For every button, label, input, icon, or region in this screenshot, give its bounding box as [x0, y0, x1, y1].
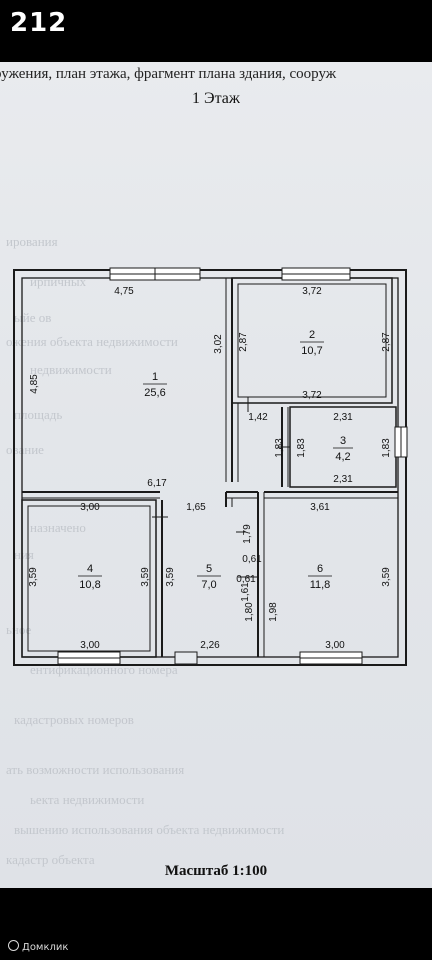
dim-r6-top: 3,61: [310, 502, 330, 513]
dim-r5-a: 1,79: [242, 524, 253, 544]
room-3-number: 3: [340, 435, 346, 447]
room-1-number: 1: [152, 371, 158, 383]
dim-r4-top: 3,00: [80, 502, 100, 513]
bleed-through-text: площадь: [14, 407, 63, 422]
dim-r6-right: 3,59: [381, 567, 392, 587]
dim-r4-left: 3,59: [28, 567, 39, 587]
dim-r3-left-a: 1,83: [274, 438, 285, 458]
dim-r3-top: 2,31: [333, 412, 353, 423]
document-photo[interactable]: ружения, план этажа, фрагмент плана здан…: [0, 62, 432, 888]
bleed-through-text: ыйе ов: [14, 310, 52, 325]
dim-r3-left-b: 1,83: [296, 438, 307, 458]
bottom-bar: [0, 888, 432, 960]
dim-r4-right: 3,59: [140, 567, 151, 587]
dim-r3-right: 1,83: [381, 438, 392, 458]
dim-r5-top: 1,65: [186, 502, 206, 513]
dim-r1-bottom: 6,17: [147, 478, 167, 489]
dim-r5-d: 0,61: [236, 574, 256, 585]
dim-r5-left: 3,59: [165, 567, 176, 587]
floor-plan: 1 25,6 2 10,7 3 4,2 4 10,8 5 7,0 6 11,8 …: [13, 267, 408, 666]
document-header: ружения, план этажа, фрагмент плана здан…: [0, 66, 337, 82]
dim-r1-right: 3,02: [213, 334, 224, 354]
room-2-number: 2: [309, 329, 315, 341]
domclick-logo-icon: [8, 940, 19, 951]
bleed-through-text: кадастровых номеров: [14, 712, 134, 727]
status-time: 212: [10, 8, 68, 38]
bleed-through-text: назначено: [30, 520, 86, 535]
watermark-text: Домклик: [22, 942, 69, 953]
room-5-number: 5: [206, 563, 212, 575]
dim-r3-bottom: 2,31: [333, 474, 353, 485]
dim-r6-left: 1,98: [268, 602, 279, 622]
status-bar: 212: [0, 0, 432, 62]
floor-title: 1 Этаж: [192, 90, 240, 107]
room-6-area: 11,8: [310, 579, 331, 591]
room-2-area: 10,7: [301, 345, 322, 357]
app-watermark: Домклик: [8, 940, 68, 953]
inner-wall-outline: [21, 277, 399, 658]
dim-r6-bottom: 3,00: [325, 640, 345, 651]
door-entrance: [174, 651, 198, 665]
dim-r2-left: 2,87: [238, 332, 249, 352]
dim-r2-bottom: 3,72: [302, 390, 322, 401]
bleed-through-text: кадастр объекта: [6, 852, 95, 867]
scale-label: Масштаб 1:100: [164, 863, 268, 879]
bleed-through-text: ния: [14, 547, 34, 562]
room-6-number: 6: [317, 563, 323, 575]
bleed-through-text: ование: [6, 442, 44, 457]
room-4-number: 4: [87, 563, 93, 575]
dim-r1-top: 4,75: [114, 286, 134, 297]
room-3-area: 4,2: [335, 451, 350, 463]
bleed-through-text: ать возможности использования: [6, 762, 185, 777]
room-1-area: 25,6: [144, 387, 165, 399]
dim-r5-right: 1,80: [244, 602, 255, 622]
room-4-area: 10,8: [79, 579, 100, 591]
dim-r5-c: 0,61: [242, 554, 262, 565]
dim-r2-top: 3,72: [302, 286, 322, 297]
dim-r1-left: 4,85: [29, 374, 40, 394]
dim-r5-bottom: 2,26: [200, 640, 220, 651]
bleed-through-text: ьекта недвижимости: [30, 792, 145, 807]
bleed-through-text: ирования: [6, 234, 58, 249]
bleed-through-text: вышению использования объекта недвижимос…: [14, 822, 285, 837]
bleed-through-text: ьное: [6, 622, 32, 637]
dim-corridor-width: 1,42: [248, 412, 268, 423]
dim-r5-b: 1,61: [240, 582, 251, 602]
dim-r2-right: 2,87: [381, 332, 392, 352]
bleed-through-text: ожения объекта недвижимости: [6, 334, 178, 349]
dim-r4-bottom: 3,00: [80, 640, 100, 651]
outer-wall: [13, 269, 407, 666]
bleed-through-text: недвижимости: [30, 362, 112, 377]
room-5-area: 7,0: [201, 579, 216, 591]
